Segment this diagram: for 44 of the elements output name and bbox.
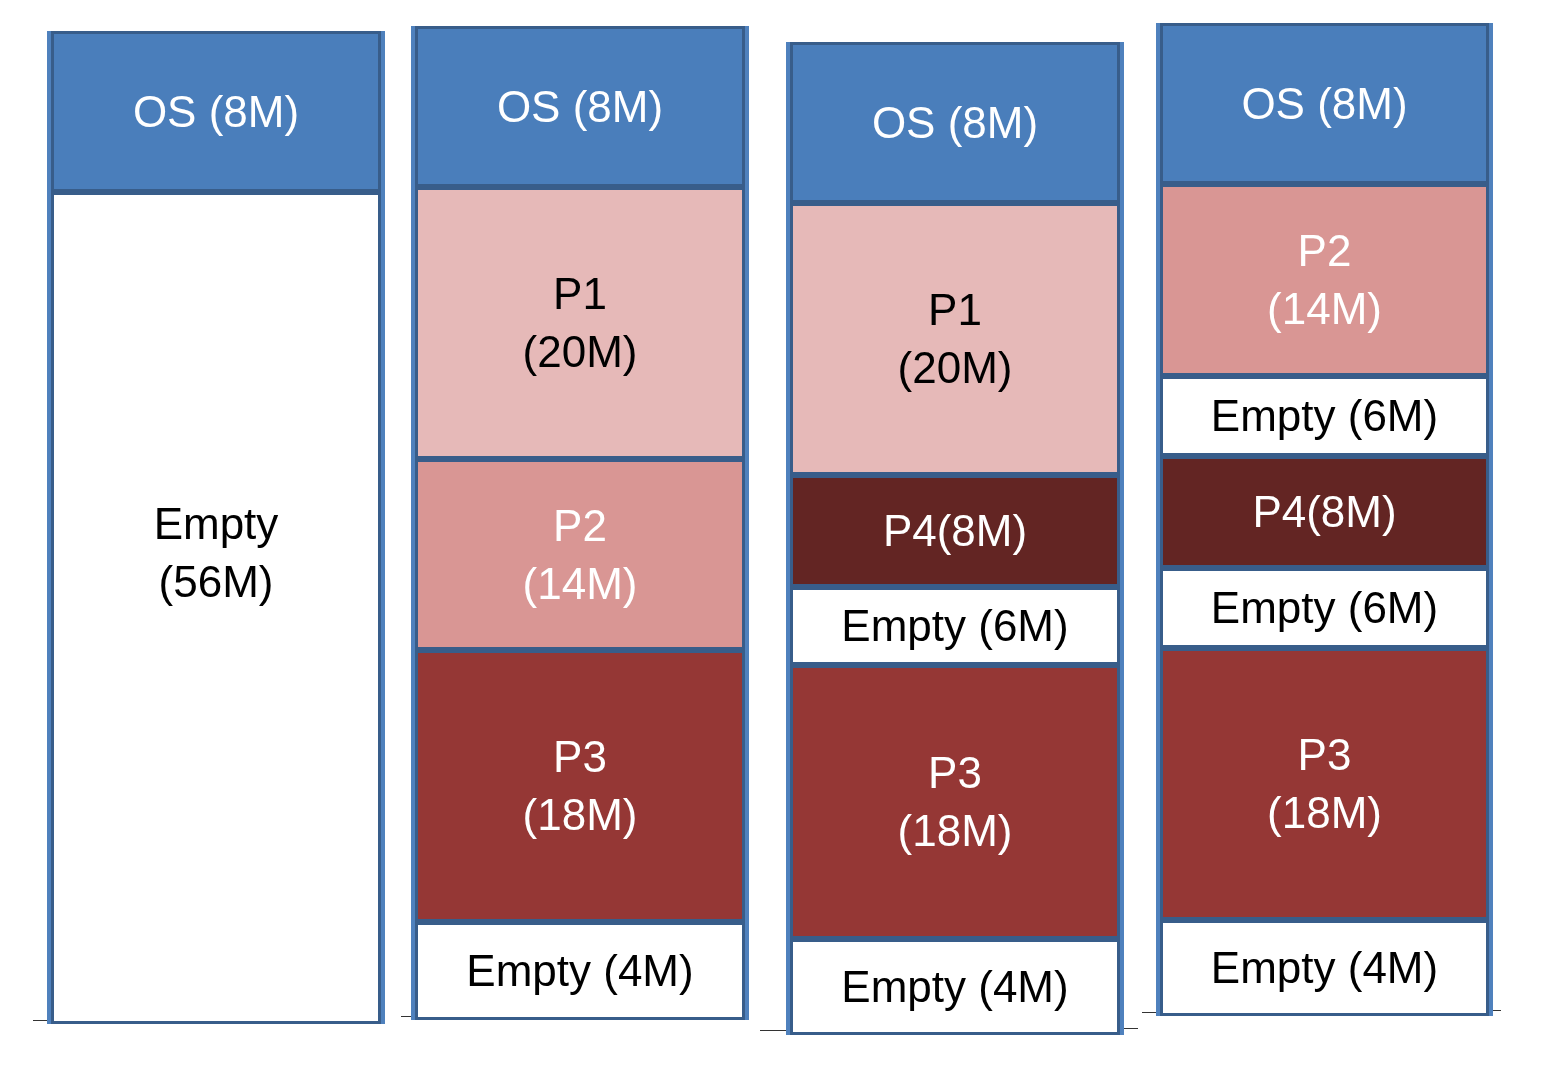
free-segment: [1160, 376, 1489, 456]
segment-label: P1 (20M): [521, 268, 639, 378]
segment-label: Empty (56M): [152, 498, 280, 608]
segment-label: OS (8M): [132, 85, 300, 138]
memory-column: [786, 42, 1124, 1035]
process-segment: [790, 665, 1120, 939]
segment-label: P2 (14M): [1266, 225, 1383, 335]
segment-label: P1 (20M): [896, 284, 1014, 394]
process-segment: [790, 475, 1120, 587]
free-segment: [790, 587, 1120, 665]
segment-label: P4(8M): [882, 505, 1028, 557]
process-segment: [415, 187, 745, 459]
process-segment: [1160, 184, 1489, 376]
segment-label: OS (8M): [871, 96, 1039, 149]
segment-label: P4(8M): [1252, 486, 1397, 538]
segment-label: Empty (4M): [1210, 942, 1439, 994]
os-segment: [51, 31, 381, 192]
free-segment: [1160, 920, 1489, 1016]
process-segment: [415, 459, 745, 650]
segment-label: Empty (6M): [1210, 582, 1439, 634]
segment-label: Empty (6M): [841, 600, 1069, 652]
os-segment: [1160, 23, 1489, 184]
process-segment: [415, 650, 745, 922]
segment-label: P3 (18M): [896, 747, 1014, 857]
memory-column: [47, 31, 385, 1024]
segment-label: P2 (14M): [521, 499, 639, 610]
segment-label: OS (8M): [496, 80, 664, 133]
free-segment: [790, 939, 1120, 1035]
free-segment: [415, 922, 745, 1020]
free-segment: [51, 192, 381, 1024]
segment-label: OS (8M): [1241, 77, 1408, 130]
segment-label: P3 (18M): [1266, 729, 1383, 839]
segment-label: Empty (4M): [841, 961, 1069, 1013]
free-segment: [1160, 568, 1489, 648]
process-segment: [1160, 648, 1489, 920]
segment-label: Empty (6M): [1210, 390, 1439, 442]
os-segment: [790, 42, 1120, 203]
process-segment: [1160, 456, 1489, 568]
memory-column: [1156, 23, 1493, 1016]
process-segment: [790, 203, 1120, 475]
os-segment: [415, 26, 745, 187]
segment-label: Empty (4M): [466, 945, 694, 997]
segment-label: P3 (18M): [521, 731, 639, 841]
memory-column: [411, 26, 749, 1020]
